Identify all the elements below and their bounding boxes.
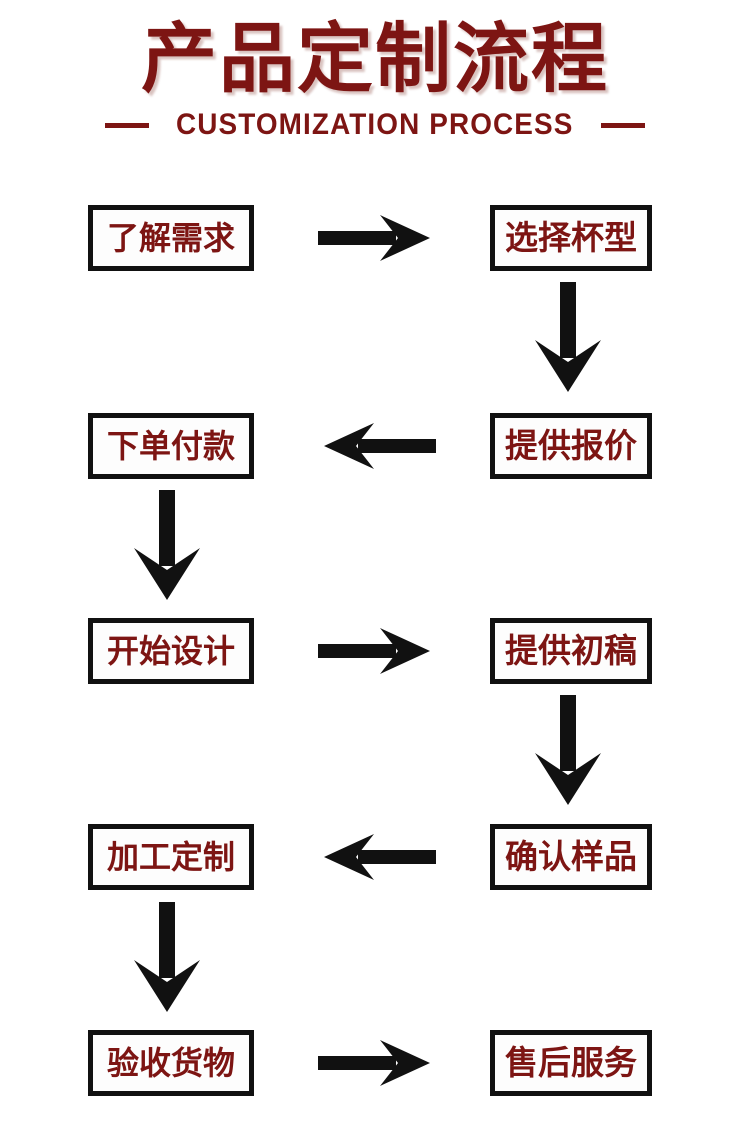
flow-node-label: 提供报价 [505, 426, 637, 465]
arrow-left-icon [312, 413, 442, 479]
flow-node-start-design[interactable]: 开始设计 [88, 618, 254, 684]
flow-node-label: 提供初稿 [505, 631, 637, 670]
arrow-right-icon [312, 618, 442, 684]
page-header: 产品定制流程 CUSTOMIZATION PROCESS [0, 0, 750, 165]
flow-node-processing-customization[interactable]: 加工定制 [88, 824, 254, 890]
flow-node-label: 售后服务 [505, 1043, 637, 1082]
arrow-right-icon [312, 205, 442, 271]
flow-node-label: 选择杯型 [505, 218, 637, 257]
flow-node-provide-quotation[interactable]: 提供报价 [490, 413, 652, 479]
flow-node-label: 下单付款 [106, 427, 235, 465]
flow-node-label: 开始设计 [106, 632, 235, 670]
arrow-down-icon [117, 898, 217, 1020]
flow-node-after-sales-service[interactable]: 售后服务 [490, 1030, 652, 1096]
flow-node-label: 加工定制 [106, 838, 235, 876]
arrow-down-icon [518, 278, 618, 400]
arrow-down-icon [117, 486, 217, 608]
flow-node-choose-cup-type[interactable]: 选择杯型 [490, 205, 652, 271]
subtitle-row: CUSTOMIZATION PROCESS [0, 108, 750, 142]
flow-node-confirm-sample[interactable]: 确认样品 [490, 824, 652, 890]
flow-node-provide-draft[interactable]: 提供初稿 [490, 618, 652, 684]
arrow-left-icon [312, 824, 442, 890]
dash-left-decoration [105, 122, 150, 128]
page-subtitle: CUSTOMIZATION PROCESS [176, 108, 574, 141]
arrow-right-icon [312, 1030, 442, 1096]
flow-node-understand-requirements[interactable]: 了解需求 [88, 205, 254, 271]
page-title: 产品定制流程 [141, 14, 609, 103]
flow-node-label: 了解需求 [106, 219, 235, 257]
flow-node-accept-goods[interactable]: 验收货物 [88, 1030, 254, 1096]
flow-node-label: 确认样品 [505, 837, 637, 876]
dash-right-decoration [600, 122, 645, 128]
flow-node-place-order-payment[interactable]: 下单付款 [88, 413, 254, 479]
flow-node-label: 验收货物 [106, 1044, 235, 1082]
arrow-down-icon [518, 691, 618, 813]
